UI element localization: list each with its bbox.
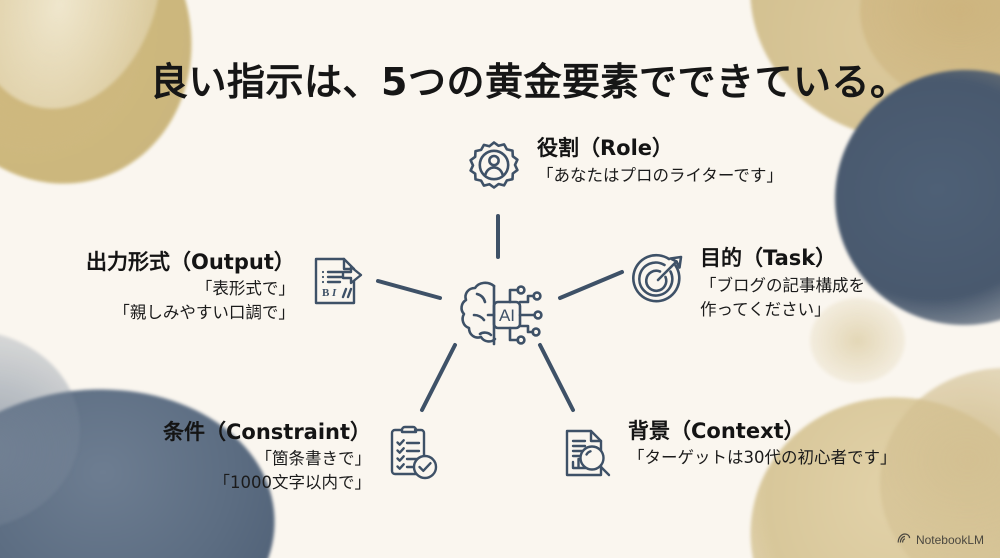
node-task-line-1: 作ってください」 [700,299,831,319]
node-role[interactable]: 役割（Role） 「あなたはプロのライターです」 [463,136,783,205]
output-italic-mark: I [331,287,337,299]
node-constraint-line-1: 「1000文字以内で」 [213,472,372,492]
node-context-text: 背景（Context） 「ターゲットは30代の初心者です」 [628,419,897,470]
node-context-line-0: 「ターゲットは30代の初心者です」 [628,447,897,467]
node-output-line-0: 「表形式で」 [195,278,295,298]
node-output-line-1: 「親しみやすい口調で」 [113,302,295,322]
ai-brain-chip-icon: AI [450,270,550,365]
connector-line-constraint [420,343,457,412]
node-context-heading: 背景（Context） [628,419,805,443]
node-role-heading: 役割（Role） [537,136,674,160]
node-constraint-heading: 条件（Constraint） [163,420,372,444]
connector-line-context [538,343,575,412]
output-bold-mark: B [322,287,330,299]
node-constraint[interactable]: 条件（Constraint） 「箇条書きで」 「1000文字以内で」 [163,420,441,494]
connector-line-output [376,279,442,300]
document-arrow-format-icon: B I [307,250,369,317]
node-task-heading: 目的（Task） [700,246,837,270]
node-role-text: 役割（Role） 「あなたはプロのライターです」 [537,136,783,188]
ai-chip-label: AI [499,306,515,325]
gear-person-icon [463,138,525,205]
clipboard-check-icon [383,422,441,489]
notebooklm-logo-icon [897,532,911,548]
center-node-ai: AI [450,270,550,365]
node-context[interactable]: 背景（Context） 「ターゲットは30代の初心者です」 [556,419,897,488]
node-constraint-line-0: 「箇条書きで」 [255,448,372,468]
node-role-line-0: 「あなたはプロのライターです」 [537,165,783,185]
slide-title: 良い指示は、5つの黄金要素でできている。 [150,60,909,104]
node-output[interactable]: 出力形式（Output） 「表形式で」 「親しみやすい口調で」 B I [86,250,369,324]
document-magnifier-icon [556,423,616,488]
node-task[interactable]: 目的（Task） 「ブログの記事構成を 作ってください」 [628,246,865,321]
node-output-heading: 出力形式（Output） [86,250,295,274]
target-arrow-icon [628,250,688,315]
node-task-line-0: 「ブログの記事構成を [700,275,865,295]
node-constraint-text: 条件（Constraint） 「箇条書きで」 「1000文字以内で」 [163,420,371,494]
connector-line-task [558,270,624,300]
node-output-text: 出力形式（Output） 「表形式で」 「親しみやすい口調で」 [86,250,295,324]
notebooklm-label: NotebookLM [915,533,984,547]
notebooklm-watermark: NotebookLM [897,532,984,548]
node-task-text: 目的（Task） 「ブログの記事構成を 作ってください」 [700,246,865,321]
